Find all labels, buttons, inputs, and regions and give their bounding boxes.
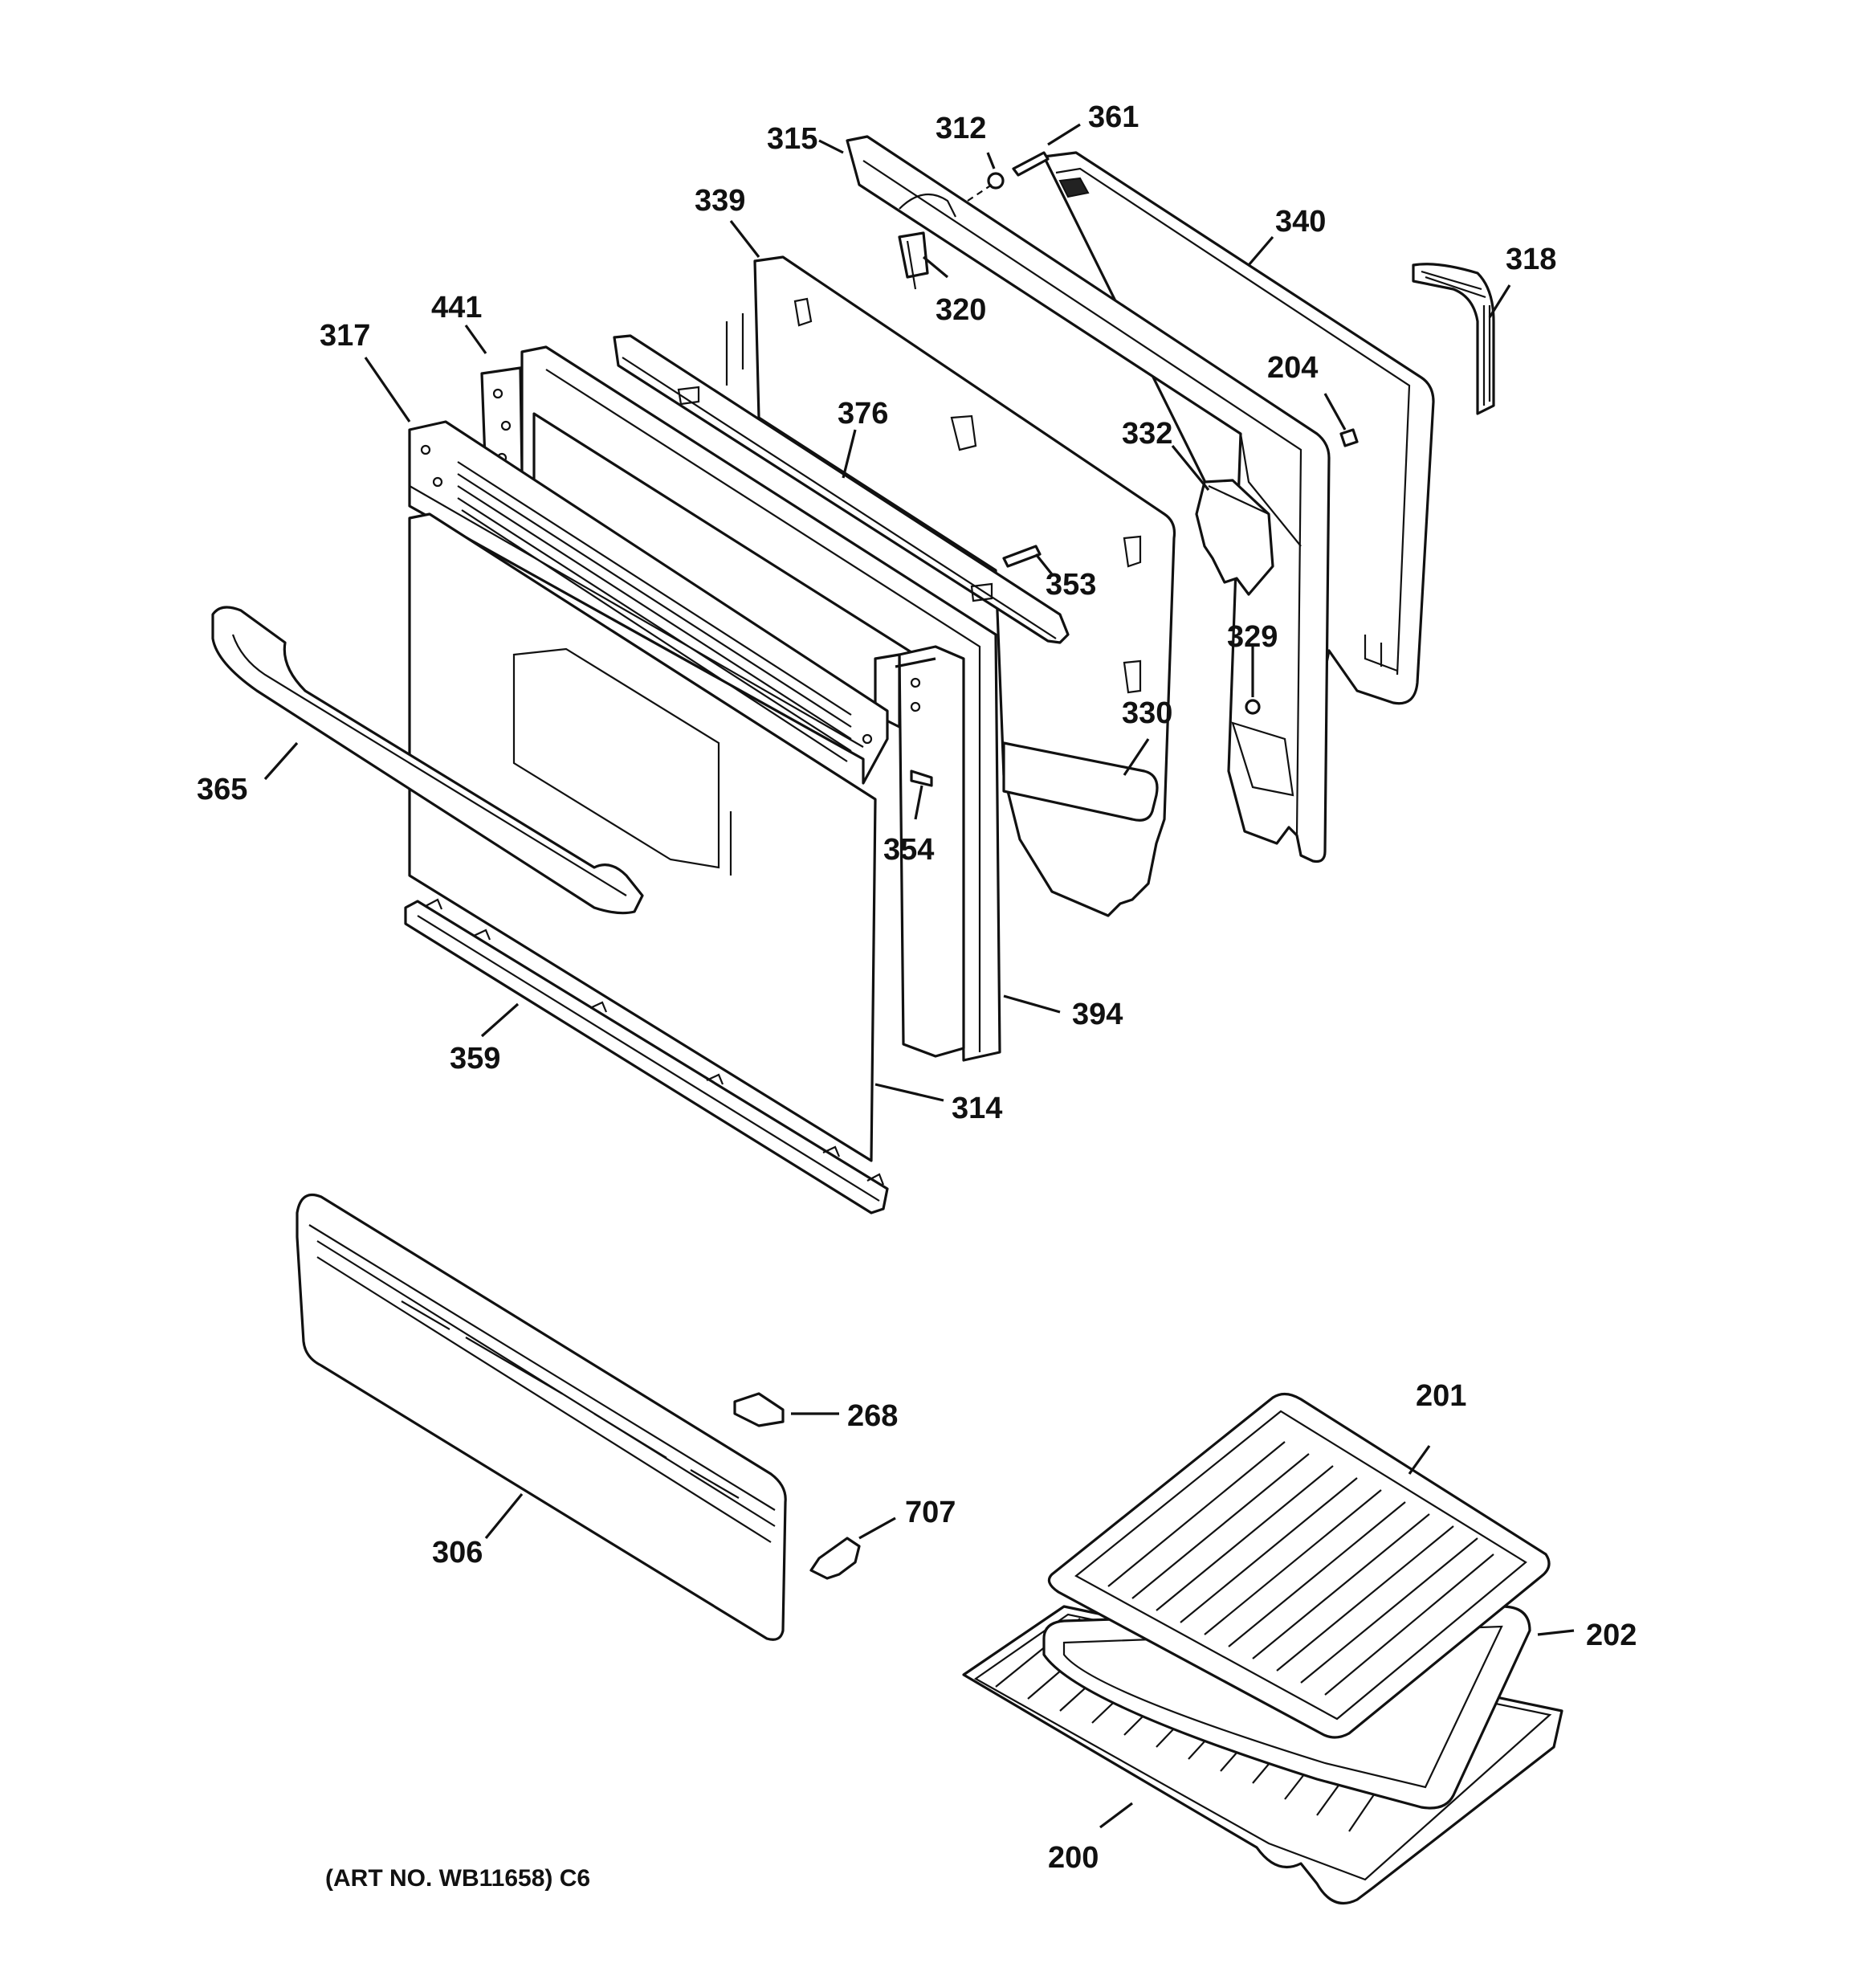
callout-340: 340 <box>1275 205 1326 239</box>
callout-361: 361 <box>1088 100 1139 134</box>
callout-332: 332 <box>1122 417 1172 451</box>
callout-314: 314 <box>952 1092 1002 1125</box>
screw-329 <box>1245 699 1261 715</box>
callout-330: 330 <box>1122 696 1172 730</box>
hinge-receiver-320 <box>898 231 929 290</box>
broiler-grid-201 <box>1047 1392 1551 1739</box>
drawer-hardware <box>733 1392 861 1580</box>
callout-315: 315 <box>767 122 817 156</box>
clip-268 <box>733 1392 785 1427</box>
callout-312: 312 <box>936 112 986 145</box>
callout-376: 376 <box>838 397 888 431</box>
callout-359: 359 <box>450 1042 500 1076</box>
hinge-channel-394 <box>874 645 965 1058</box>
callout-204: 204 <box>1267 351 1318 385</box>
inner-door-frame-315 <box>846 135 1331 863</box>
callout-339: 339 <box>695 184 745 218</box>
callout-441: 441 <box>431 291 482 325</box>
fasteners <box>910 151 1359 787</box>
seal-strip-330 <box>1002 741 1159 822</box>
bottom-trim-359 <box>404 898 889 1214</box>
callout-201: 201 <box>1416 1379 1466 1413</box>
callout-306: 306 <box>432 1536 483 1570</box>
callout-317: 317 <box>320 319 370 353</box>
nut-312 <box>987 172 1005 190</box>
callout-329: 329 <box>1227 620 1278 654</box>
callout-365: 365 <box>197 773 247 806</box>
door-glass-314 <box>408 512 877 1162</box>
callout-394: 394 <box>1072 998 1123 1031</box>
art-number: (ART NO. WB11658) C6 <box>325 1865 590 1892</box>
callout-200: 200 <box>1048 1841 1099 1875</box>
door-handle-365 <box>211 606 644 915</box>
insulation-pad-332 <box>1195 479 1274 596</box>
hinge-gasket-318 <box>1412 263 1495 415</box>
inner-glass-panel-339 <box>725 255 1176 917</box>
callout-707: 707 <box>905 1496 956 1529</box>
callout-318: 318 <box>1506 243 1556 276</box>
callout-353: 353 <box>1046 568 1096 602</box>
screw-361 <box>1012 151 1050 177</box>
callout-labels: 315 312 361 339 340 318 320 441 317 204 … <box>197 100 1637 1892</box>
callout-202: 202 <box>1586 1619 1637 1652</box>
screw-353 <box>1002 545 1042 568</box>
callout-354: 354 <box>883 833 934 867</box>
screw-204 <box>1339 428 1359 447</box>
callout-268: 268 <box>847 1399 898 1433</box>
side-trim-376 <box>613 334 1070 644</box>
drawer-panel-306 <box>296 1193 787 1641</box>
bracket-707 <box>809 1537 861 1580</box>
leader-lines <box>263 123 1575 1829</box>
screw-354 <box>910 769 933 787</box>
callout-320: 320 <box>936 293 986 327</box>
